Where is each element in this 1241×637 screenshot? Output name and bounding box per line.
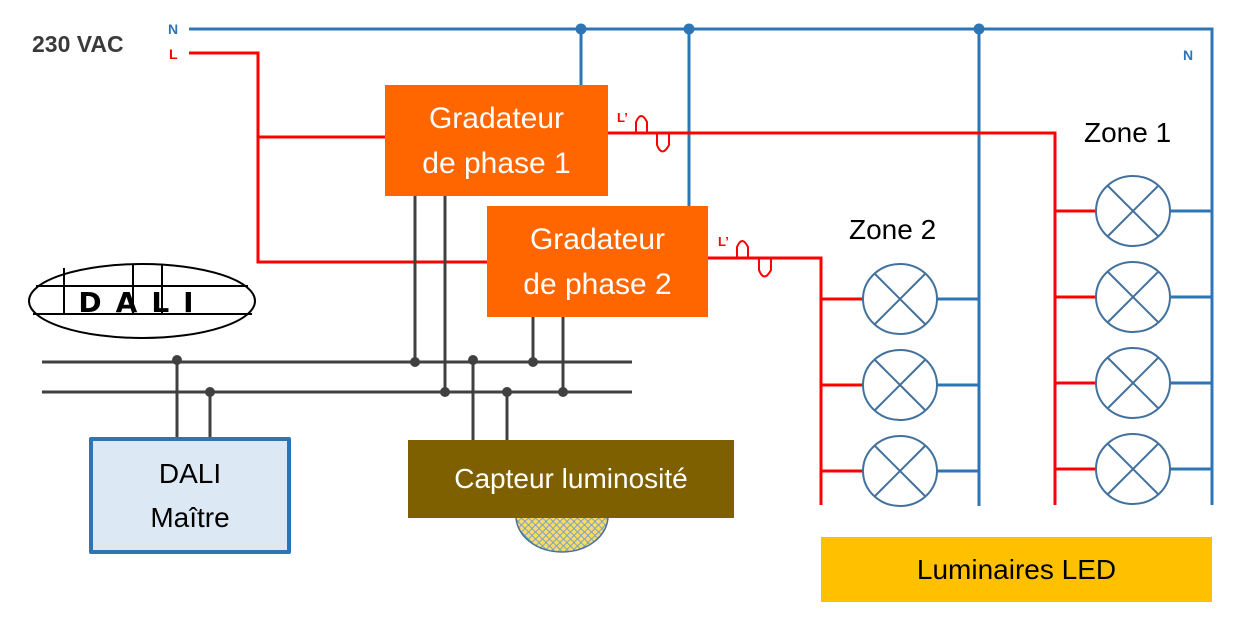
lamp — [1055, 433, 1212, 505]
dimmer-2-title-line-1: Gradateur — [529, 222, 666, 256]
junction-dot — [558, 387, 568, 397]
lamp-cross — [874, 359, 926, 411]
zone-2-lamps — [821, 263, 979, 507]
junction-dot — [973, 23, 985, 35]
dimmer-1-title-line-1: Gradateur — [428, 101, 565, 135]
junction-dot — [528, 357, 538, 367]
dali-logo: DALI — [28, 263, 256, 339]
junction-dot — [172, 355, 182, 365]
dimmer-1-title-line-2: de phase 1 — [422, 146, 571, 180]
junction-dot — [683, 23, 695, 35]
dali-logo-text: DALI — [78, 286, 207, 319]
phase-cut-waveform-2 — [736, 240, 772, 278]
lamp-cross — [874, 273, 926, 325]
lamp-cross — [1107, 443, 1159, 495]
lamp-cross — [874, 445, 926, 497]
supply-voltage-label: 230 VAC — [32, 31, 124, 57]
luminaires-led-label: Luminaires LED — [916, 553, 1117, 585]
lamp — [821, 349, 979, 421]
junction-dot — [440, 387, 450, 397]
neutral-wiring — [189, 27, 1214, 506]
dimmer-2-title-line-2: de phase 2 — [523, 267, 672, 301]
light-sensor-label: Capteur luminosité — [454, 463, 688, 494]
dali-master-line-1: DALI — [158, 457, 222, 489]
dali-master: DALI Maître — [89, 437, 291, 554]
phase-cut-waveform-1 — [635, 115, 670, 153]
zone-2-label: Zone 2 — [849, 214, 937, 245]
zone-1-lamps — [1055, 175, 1212, 505]
line-main — [189, 51, 487, 264]
luminaires-led-label-box: Luminaires LED — [821, 537, 1212, 602]
dimmer-1-output-label: L’ — [617, 110, 628, 125]
line-wiring — [189, 51, 1057, 505]
lamp-cross — [1107, 271, 1159, 323]
zone-1-label: Zone 1 — [1084, 117, 1172, 148]
junction-dot — [468, 355, 478, 365]
lamp-cross — [1107, 185, 1159, 237]
dimmer-2-output-label: L’ — [718, 234, 729, 249]
phase-dimmer-1: Gradateur de phase 1 — [385, 85, 608, 196]
light-sensor: Capteur luminosité — [408, 440, 734, 518]
lamp-cross — [1107, 357, 1159, 409]
dali-master-line-2: Maître — [150, 501, 230, 533]
junction-dot — [575, 23, 587, 35]
dimmed-output-zone-1 — [608, 131, 1057, 505]
dimmed-output-zone-2 — [708, 256, 823, 505]
phase-dimmer-2: Gradateur de phase 2 — [487, 206, 708, 317]
neutral-label-right: N — [1183, 47, 1194, 63]
junction-dot — [410, 357, 420, 367]
junction-dot — [205, 387, 215, 397]
neutral-main-line — [189, 27, 1214, 505]
lamp — [1055, 175, 1212, 247]
neutral-label: N — [168, 21, 179, 37]
neutral-junctions — [575, 23, 985, 35]
lamp — [821, 435, 979, 507]
dali-logo-ellipse — [28, 263, 256, 339]
dali-bus-junctions — [172, 355, 568, 397]
lamp — [821, 263, 979, 335]
junction-dot — [502, 387, 512, 397]
line-label: L — [169, 46, 178, 62]
lamp — [1055, 347, 1212, 419]
lamp — [1055, 261, 1212, 333]
